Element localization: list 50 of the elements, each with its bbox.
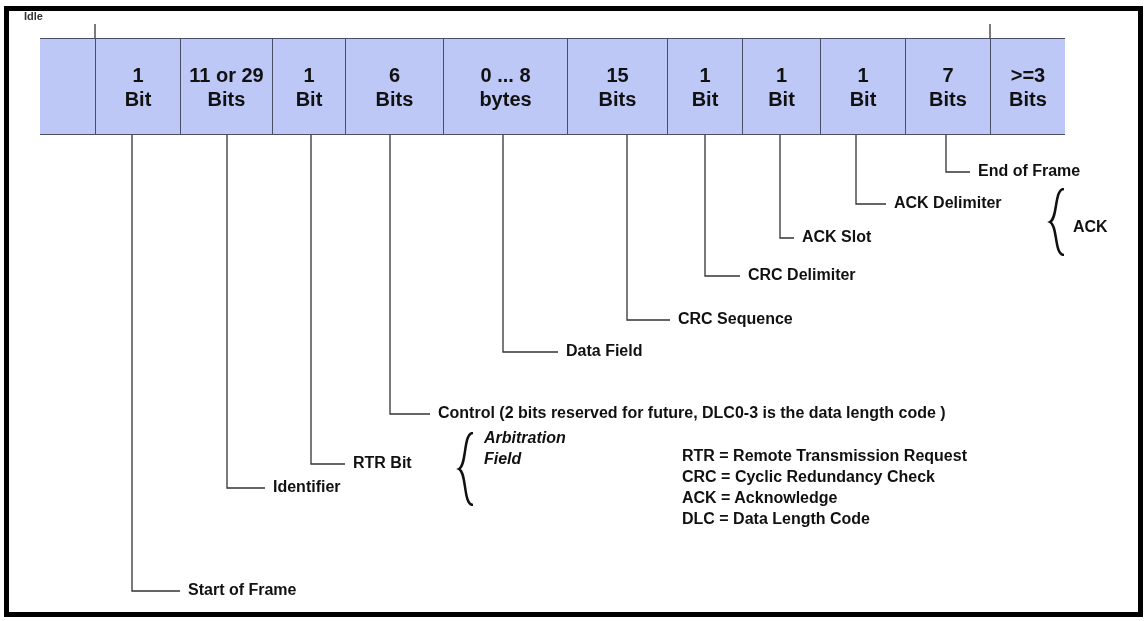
leader-line [704,134,741,277]
field-label: CRC Delimiter [740,265,920,286]
bit-count: 1 Bit [690,62,720,111]
field-label: ACK Slot [794,227,934,248]
bit-count: 7 Bits [928,62,968,111]
field-label: ACK Delimiter [886,193,1046,214]
bit-count: 1 Bit [767,62,796,111]
bit-field-cell [742,38,820,135]
leader-line [945,134,971,173]
field-label: Identifier [265,477,405,498]
leader-line [855,134,887,205]
group-label: ACK [1073,217,1108,237]
bit-count: 15 Bits [597,62,638,111]
bit-count: 1 Bit [848,62,878,111]
group-label: Arbitration Field [484,428,567,469]
leader-line [226,134,266,489]
state-label: Idle [24,11,43,22]
leader-line [131,134,181,592]
leader-line [502,134,559,353]
bit-field-cell [95,38,180,135]
bit-count: 11 or 29 Bits [188,62,265,111]
leader-line [310,134,346,465]
bit-field-cell [667,38,742,135]
frame-cell [40,38,95,135]
bit-count: >=3 Bits [1008,62,1048,111]
bit-count: 1 Bit [294,62,324,111]
bit-field-cell [567,38,667,135]
field-label: RTR Bit [345,453,445,474]
abbreviation-note: ACK = Acknowledge [682,488,839,508]
abbreviation-note: CRC = Cyclic Redundancy Check [682,467,936,487]
bit-field-cell [345,38,443,135]
field-label: Control (2 bits reserved for future, DLC0-3 is the data length code ) [430,403,950,424]
bit-field-cell [443,38,567,135]
field-label: Start of Frame [180,580,380,601]
bit-count: 6 Bits [374,62,415,111]
bit-field-cell [180,38,272,135]
field-label: CRC Sequence [670,309,850,330]
bit-field-cell [905,38,990,135]
field-label: End of Frame [970,161,1130,182]
abbreviation-note: RTR = Remote Transmission Request [682,446,967,466]
bit-field-cell [272,38,345,135]
bit-count: 0 ... 8 bytes [478,62,533,111]
leader-line [626,134,671,321]
bit-field-cell [820,38,905,135]
bit-count: 1 Bit [123,62,153,111]
field-label: Data Field [558,341,718,362]
leader-line [779,134,795,239]
leader-line [389,134,431,415]
bit-field-cell [990,38,1065,135]
abbreviation-note: DLC = Data Length Code [682,509,871,529]
